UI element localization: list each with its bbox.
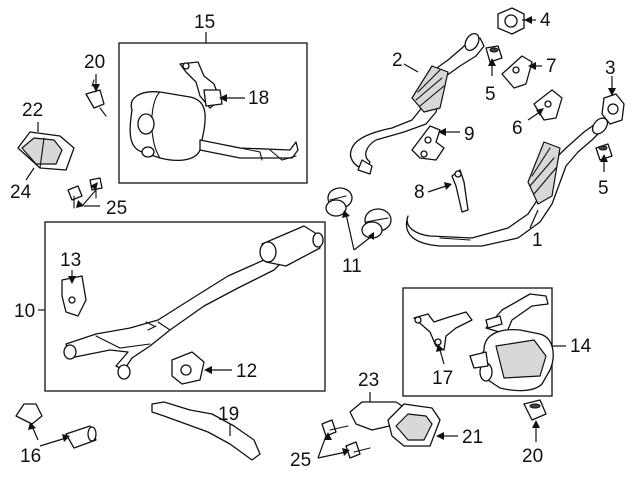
callout-18: 18: [248, 88, 269, 109]
exhaust-clamp: [15, 403, 43, 425]
callout-1: 1: [532, 230, 543, 251]
heat-shield: [151, 401, 261, 461]
callout-19: 19: [218, 404, 239, 425]
hanger-link: [485, 315, 503, 329]
nut: [595, 143, 613, 161]
rear-muffler-box: [118, 42, 308, 184]
exhaust-clamp: [361, 208, 392, 239]
callout-4: 4: [540, 10, 551, 31]
rubber-isolator: [523, 399, 547, 421]
muffler-hanger-bracket: [413, 311, 473, 351]
rubber-isolator: [85, 79, 107, 117]
intermediate-pipe: [63, 225, 324, 380]
callout-10: 10: [14, 301, 35, 322]
converter-support-bracket: [411, 125, 445, 161]
callout-22: 22: [22, 100, 43, 121]
callout-5: 5: [598, 178, 609, 199]
callout-25: 25: [106, 198, 127, 219]
callout-5: 5: [485, 84, 496, 105]
bolt: [67, 185, 83, 209]
callout-13: 13: [60, 250, 81, 271]
exhaust-tip: [17, 131, 75, 171]
exhaust-clamp: [325, 187, 353, 217]
callout-24: 24: [10, 182, 32, 203]
callout-6: 6: [512, 118, 523, 139]
callout-25: 25: [290, 450, 311, 471]
callout-20: 20: [84, 52, 105, 73]
right-muffler-assembly: [469, 293, 554, 392]
callout-3: 3: [605, 58, 616, 79]
pipe-hanger: [61, 275, 87, 317]
heat-shield-bracket: [533, 89, 563, 121]
callout-16: 16: [20, 446, 41, 467]
callout-11: 11: [342, 256, 362, 277]
callout-21: 21: [462, 427, 483, 448]
muffler-hanger-bracket: [179, 61, 223, 109]
rear-muffler-assembly: [129, 91, 299, 161]
heat-shield-bracket: [501, 55, 533, 89]
gasket: [497, 7, 525, 35]
callout-8: 8: [414, 182, 425, 203]
front-catalytic-converter-upper: [349, 32, 485, 175]
callout-15: 15: [194, 12, 215, 33]
callout-14: 14: [570, 336, 592, 357]
callout-2: 2: [392, 50, 403, 71]
gasket: [601, 93, 625, 125]
callout-20: 20: [522, 446, 543, 467]
exhaust-clamp: [65, 425, 97, 449]
pipe-hanger: [171, 351, 205, 385]
intermediate-pipe-box: [44, 221, 326, 392]
leaders: [25, 16, 616, 459]
callout-17: 17: [432, 368, 453, 389]
callout-12: 12: [236, 361, 257, 382]
bolt: [345, 441, 371, 459]
converter-support-bracket: [451, 169, 469, 213]
bolt: [321, 419, 349, 437]
nut: [485, 45, 503, 63]
callout-23: 23: [358, 370, 379, 391]
callout-9: 9: [464, 124, 475, 145]
callout-7: 7: [546, 56, 557, 77]
right-muffler-box: [402, 287, 553, 397]
exhaust-tip: [349, 401, 441, 447]
